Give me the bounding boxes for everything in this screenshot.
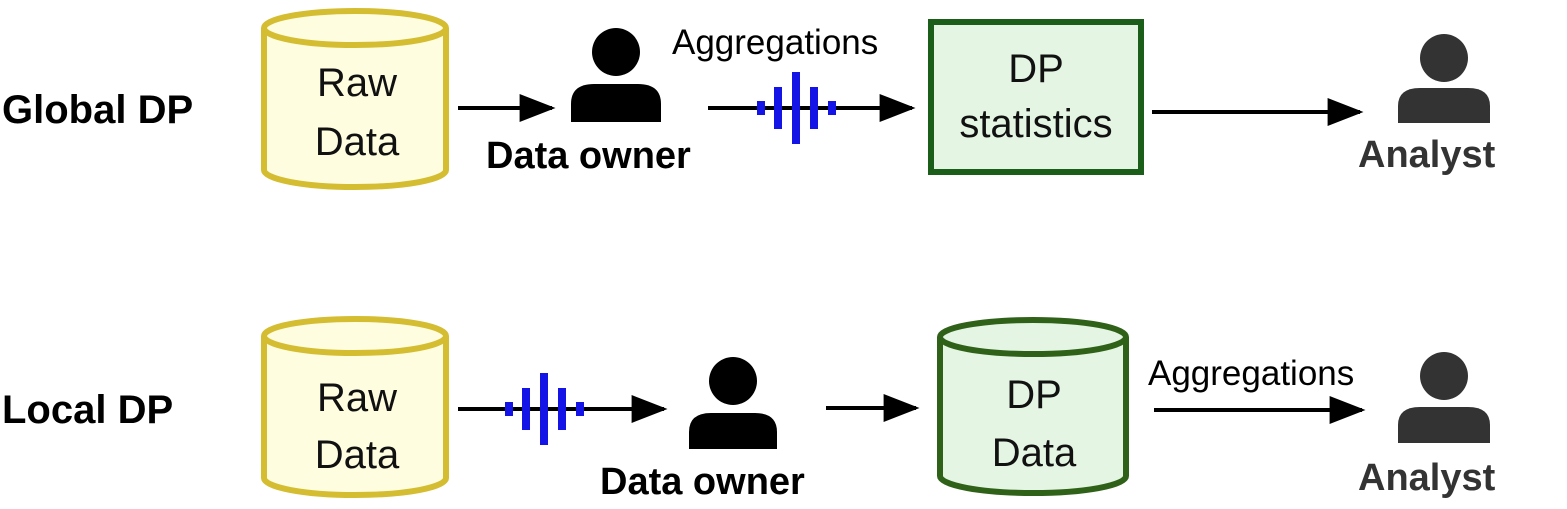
global-analyst: Analyst (1358, 34, 1496, 176)
person-icon (689, 357, 777, 449)
local-dp-title: Local DP (2, 388, 173, 432)
noise-signal-icon (505, 373, 584, 445)
dp-data-line1: DP (1006, 373, 1062, 417)
dp-data-line2: Data (992, 431, 1077, 475)
dp-statistics-box: DP statistics (928, 19, 1144, 175)
local-raw-line1: Raw (317, 376, 397, 420)
local-analyst: Analyst (1358, 352, 1496, 499)
person-icon (571, 28, 661, 122)
dp-data-cylinder: DP Data (937, 317, 1129, 496)
local-owner-label: Data owner (600, 461, 805, 503)
person-icon (1398, 352, 1490, 443)
noise-signal-icon (757, 72, 836, 144)
global-analyst-label: Analyst (1358, 134, 1496, 176)
local-noise-arrow (458, 373, 668, 445)
global-raw-line1: Raw (317, 61, 397, 105)
dp-statistics-line1: DP (1008, 47, 1064, 91)
global-raw-data-cylinder: Raw Data (261, 8, 449, 190)
local-raw-line2: Data (315, 433, 400, 477)
global-dp-title: Global DP (2, 88, 193, 132)
global-noise-arrow (708, 72, 916, 144)
global-data-owner: Data owner (486, 28, 691, 177)
dp-statistics-line2: statistics (959, 102, 1112, 146)
local-data-owner: Data owner (600, 357, 805, 503)
global-owner-label: Data owner (486, 135, 691, 177)
local-raw-data-cylinder: Raw Data (261, 316, 449, 498)
person-icon (1398, 34, 1490, 123)
local-analyst-label: Analyst (1358, 457, 1496, 499)
local-aggregations-label: Aggregations (1148, 354, 1354, 393)
global-aggregations-label: Aggregations (672, 23, 878, 62)
global-raw-line2: Data (315, 120, 400, 164)
